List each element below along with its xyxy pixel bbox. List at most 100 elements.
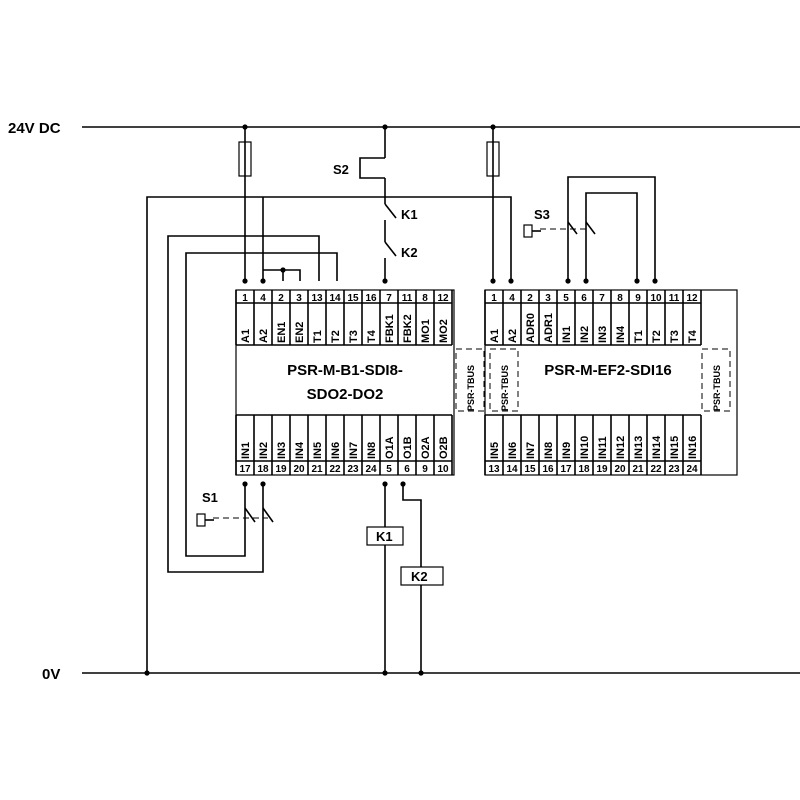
module1-terminal-top-4: 3 <box>296 293 302 304</box>
module1-signal-top-1: A1 <box>240 329 252 343</box>
module2-signal-bottom-1: IN5 <box>489 442 501 459</box>
module2-signal-top-5: IN1 <box>561 326 573 343</box>
module2-terminal-top-2: 4 <box>509 293 515 304</box>
module2-terminal-top-7: 7 <box>599 293 605 304</box>
module2-signal-top-10: T2 <box>651 330 663 343</box>
module1-terminal-top-6: 14 <box>329 293 341 304</box>
module1-signal-top-6: T2 <box>330 330 342 343</box>
module1-terminal-top-3: 2 <box>278 293 284 304</box>
module1-terminal-top-10: 11 <box>402 293 413 304</box>
module2-tbus-left-label: PSR-TBUS <box>500 365 510 411</box>
module1-signal-top-12: MO2 <box>438 319 450 343</box>
module1-name-line1: PSR-M-B1-SDI8- <box>287 362 403 379</box>
coil-k2-label: K2 <box>411 569 428 584</box>
module1-terminal-bottom-4: 20 <box>293 464 305 475</box>
coil-k2 <box>400 566 444 586</box>
module2-terminal-bottom-11: 23 <box>668 464 680 475</box>
module1-tbus-label: PSR-TBUS <box>466 365 476 411</box>
module2-tbus-left-box <box>489 348 519 412</box>
module1-signal-top-4: EN2 <box>294 322 306 343</box>
module2-terminal-top-12: 12 <box>686 293 698 304</box>
module2-terminal-bottom-5: 17 <box>560 464 572 475</box>
module2-terminal-top-3: 2 <box>527 293 533 304</box>
module2-signal-bottom-5: IN9 <box>561 442 573 459</box>
rail-0v-label: 0V <box>42 666 60 683</box>
module1-signal-bottom-4: IN4 <box>294 441 306 459</box>
module1-signal-top-11: MO1 <box>420 319 432 343</box>
module2-terminal-bottom-1: 13 <box>488 464 500 475</box>
module2-signal-top-9: T1 <box>633 330 645 343</box>
module2-terminal-bottom-9: 21 <box>632 464 644 475</box>
module2-terminal-top-1: 1 <box>491 293 497 304</box>
module2-terminal-bottom-8: 20 <box>614 464 626 475</box>
module1-signal-top-2: A2 <box>258 329 270 343</box>
module1-terminal-top-12: 12 <box>437 293 449 304</box>
module1-signal-top-3: EN1 <box>276 322 288 343</box>
module1-signal-bottom-9: O1A <box>384 436 396 459</box>
module2-signal-top-7: IN3 <box>597 326 609 343</box>
module2-signal-bottom-6: IN10 <box>579 436 591 459</box>
module1-signal-bottom-2: IN2 <box>258 442 270 459</box>
contact-k1-label: K1 <box>401 207 418 222</box>
module1-signal-top-8: T4 <box>366 329 378 343</box>
module2-signal-top-11: T3 <box>669 330 681 343</box>
module2-terminal-bottom-3: 15 <box>524 464 536 475</box>
module2-signal-bottom-7: IN11 <box>597 436 609 459</box>
module1-tbus-box <box>455 348 485 412</box>
module2-signal-top-6: IN2 <box>579 326 591 343</box>
estop-s3 <box>523 224 533 238</box>
module2-terminal-bottom-10: 22 <box>650 464 662 475</box>
module2-tbus-right-label: PSR-TBUS <box>712 365 722 411</box>
module2-signal-bottom-4: IN8 <box>543 442 555 459</box>
module2-terminal-bottom-2: 14 <box>506 464 518 475</box>
module1-terminal-bottom-10: 6 <box>404 464 410 475</box>
module1-terminals: 1A1IN1174A2IN2182EN1IN3193EN2IN42013T1IN… <box>235 290 453 475</box>
module2-signal-top-2: A2 <box>507 329 519 343</box>
module2-signal-top-8: IN4 <box>615 325 627 343</box>
module2-terminal-top-8: 8 <box>617 293 623 304</box>
module2-terminal-bottom-6: 18 <box>578 464 590 475</box>
coil-k1-label: K1 <box>376 529 393 544</box>
module1-signal-bottom-12: O2B <box>438 436 450 459</box>
module1-terminal-top-9: 7 <box>386 293 392 304</box>
module2-signal-top-3: ADR0 <box>525 313 537 343</box>
module2-name: PSR-M-EF2-SDI16 <box>544 362 672 379</box>
switch-s1-label: S1 <box>202 490 218 505</box>
module1-terminal-top-2: 4 <box>260 293 266 304</box>
module1-terminal-top-7: 15 <box>347 293 359 304</box>
module1-signal-bottom-8: IN8 <box>366 442 378 459</box>
module2-signal-top-1: A1 <box>489 329 501 343</box>
module1-terminal-bottom-1: 17 <box>239 464 251 475</box>
module2-terminal-top-4: 3 <box>545 293 551 304</box>
module1-terminal-bottom-12: 10 <box>437 464 449 475</box>
module2-terminal-top-5: 5 <box>563 293 569 304</box>
module1-terminal-bottom-3: 19 <box>275 464 287 475</box>
module1-name-line2: SDO2-DO2 <box>307 386 384 403</box>
module1-terminal-top-8: 16 <box>365 293 377 304</box>
module1-signal-bottom-3: IN3 <box>276 442 288 459</box>
module1-signal-bottom-6: IN6 <box>330 442 342 459</box>
module2-terminal-top-9: 9 <box>635 293 641 304</box>
module1-signal-bottom-7: IN7 <box>348 442 360 459</box>
module1-terminal-bottom-7: 23 <box>347 464 359 475</box>
module2-signal-bottom-8: IN12 <box>615 436 627 459</box>
module2-terminal-top-11: 11 <box>669 293 680 304</box>
module1-terminal-bottom-8: 24 <box>365 464 377 475</box>
module1-signal-top-7: T3 <box>348 330 360 343</box>
module1-signal-bottom-1: IN1 <box>240 442 252 459</box>
module1-signal-top-9: FBK1 <box>384 314 396 343</box>
module2-signal-top-12: T4 <box>687 329 699 343</box>
module1-signal-top-5: T1 <box>312 330 324 343</box>
module2-signal-bottom-12: IN16 <box>687 436 699 459</box>
module2-tbus-right-box <box>701 348 731 412</box>
module1-terminal-bottom-9: 5 <box>386 464 392 475</box>
module1-terminal-top-11: 8 <box>422 293 428 304</box>
module1-terminal-bottom-5: 21 <box>311 464 323 475</box>
module1-terminal-top-1: 1 <box>242 293 248 304</box>
module1-signal-top-10: FBK2 <box>402 314 414 343</box>
module2-signal-bottom-2: IN6 <box>507 442 519 459</box>
switch-s3-label: S3 <box>534 207 550 222</box>
module2-terminal-bottom-4: 16 <box>542 464 554 475</box>
module1-terminal-bottom-6: 22 <box>329 464 341 475</box>
